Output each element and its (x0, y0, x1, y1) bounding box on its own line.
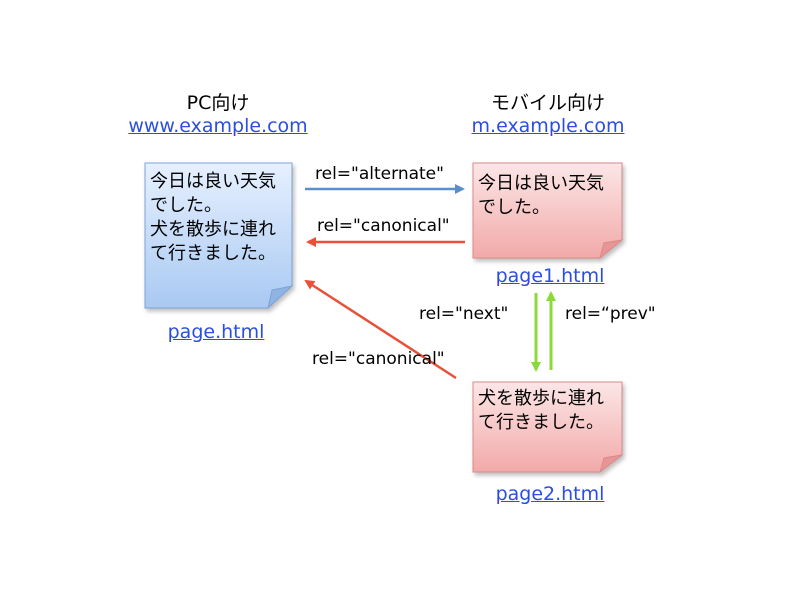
canonical-label-page1: rel="canonical" (317, 216, 450, 236)
mobile-heading: モバイル向け (490, 92, 605, 114)
page1-file-link[interactable]: page1.html (495, 265, 605, 287)
page2-text: 犬を散歩に連れ て行きました。 (478, 388, 604, 433)
pc-heading: PC向け (186, 92, 250, 114)
next-label: rel="next" (419, 304, 509, 324)
page1-text: 今日は良い天気 でした。 (478, 173, 604, 218)
canonical-arrow-page2 (304, 279, 457, 380)
pc-page-file-link[interactable]: page.html (167, 321, 265, 343)
page2-file-link[interactable]: page2.html (495, 483, 605, 505)
alternate-label: rel="alternate" (315, 164, 444, 184)
mobile-page1-document (472, 162, 624, 260)
mobile-page2-document (472, 381, 623, 474)
mobile-domain-link[interactable]: m.example.com (471, 115, 625, 137)
pc-domain-link[interactable]: www.example.com (128, 115, 308, 137)
canonical-label-page2: rel="canonical" (312, 349, 445, 369)
pc-document (144, 162, 294, 310)
prev-label: rel=“prev" (565, 304, 656, 324)
pc-page-text: 今日は良い天気 でした。 犬を散歩に連れ て行きました。 (150, 171, 276, 264)
